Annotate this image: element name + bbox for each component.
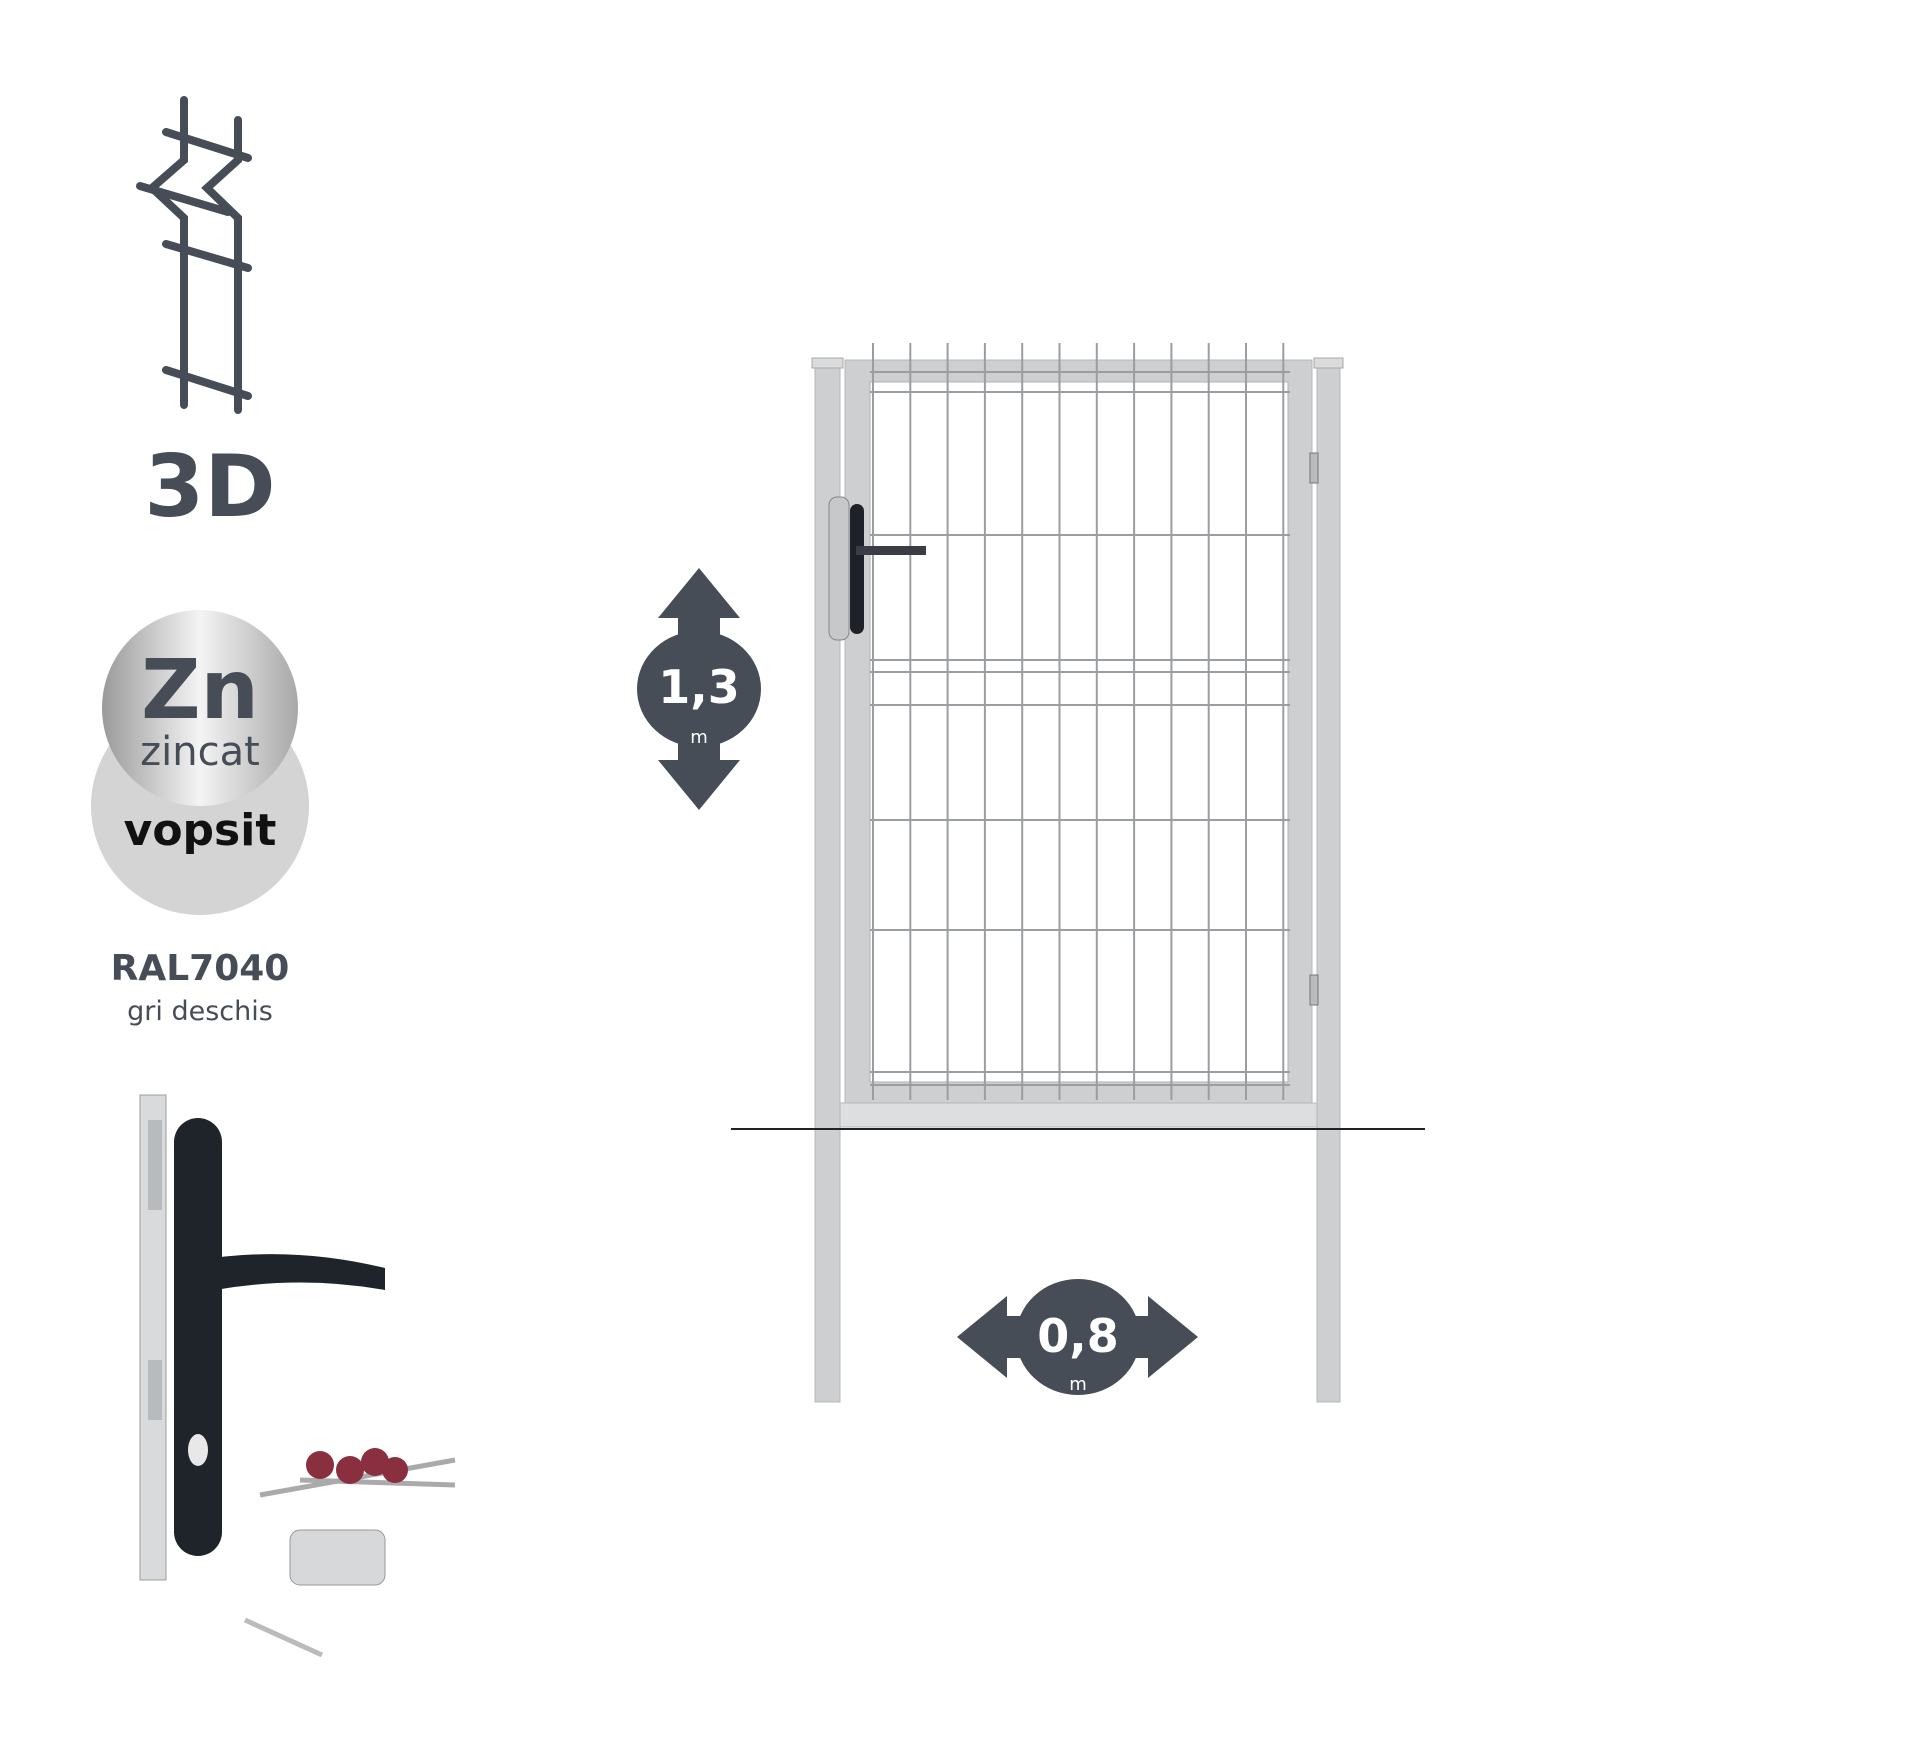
width-dimension-badge: 0,8 m: [957, 1279, 1198, 1395]
gate-drawing: [731, 343, 1425, 1403]
keys: [259, 1448, 456, 1498]
coating-badge: Zn zincat vopsit: [91, 610, 309, 915]
gate-lever: [856, 546, 926, 555]
screw: [243, 1617, 324, 1658]
zinc-symbol: Zn: [141, 643, 259, 738]
height-unit: m: [690, 727, 708, 748]
right-post: [1316, 357, 1341, 1403]
3d-wire-icon: [136, 96, 252, 414]
bottom-rail: [839, 1102, 1318, 1128]
width-unit: m: [1069, 1374, 1087, 1395]
handle-plate: [174, 1118, 222, 1556]
latch-plate: [828, 496, 850, 641]
lever-handle: [200, 1254, 385, 1290]
lock-cylinder: [289, 1529, 386, 1586]
hinge: [1309, 452, 1319, 484]
lock-set-image: [139, 1094, 456, 1658]
height-dimension-badge: 1,3 m: [637, 568, 761, 810]
width-value: 0,8: [1037, 1309, 1119, 1363]
zinc-label: zincat: [140, 729, 260, 775]
wire-mesh: [870, 343, 1290, 1100]
paint-label: vopsit: [124, 805, 277, 856]
type-label: 3D: [144, 437, 275, 537]
color-code: RAL7040: [111, 948, 290, 989]
height-value: 1,3: [658, 660, 740, 714]
color-name: gri deschis: [127, 996, 273, 1027]
zinc-disc: [102, 610, 298, 806]
hinge: [1309, 974, 1319, 1006]
gate-handle: [850, 504, 864, 634]
